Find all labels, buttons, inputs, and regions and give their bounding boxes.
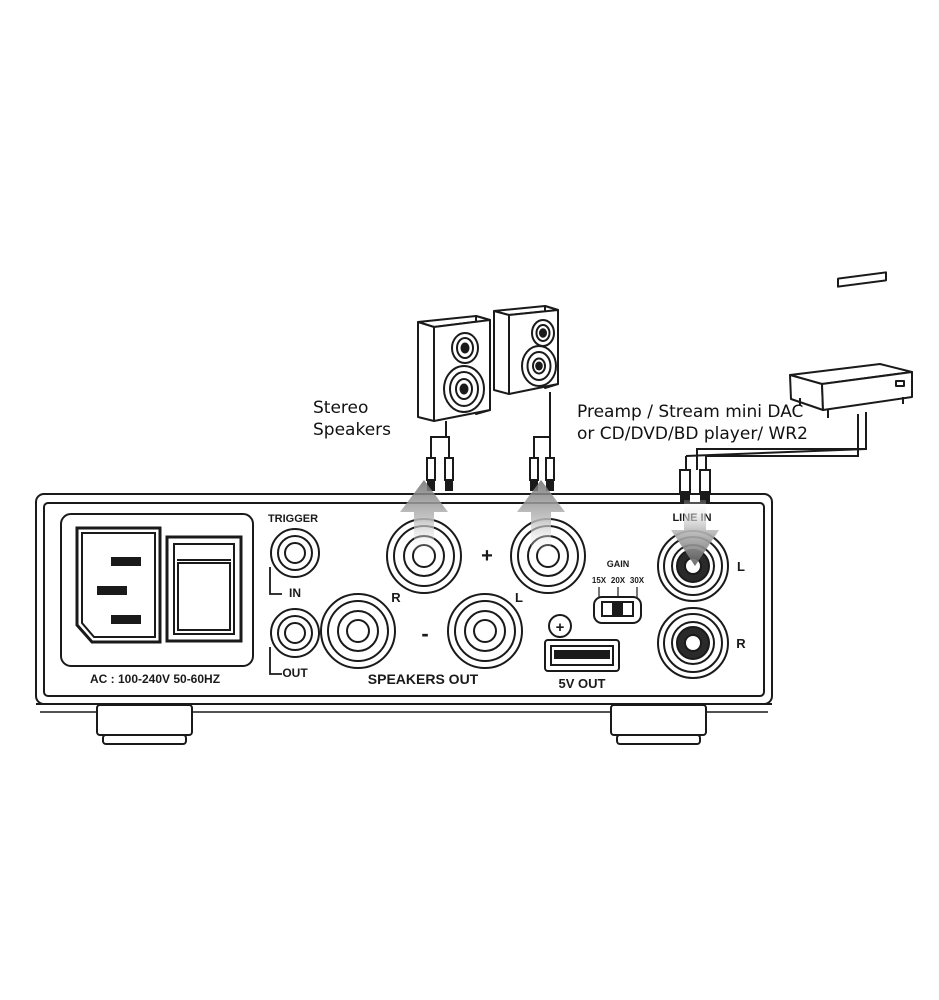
- source-cable: [679, 412, 867, 503]
- speaker-r-minus-terminal[interactable]: [320, 593, 396, 669]
- source-device-icon: [789, 271, 913, 418]
- speaker-l-minus-terminal[interactable]: [447, 593, 523, 669]
- gain-option-15x: 15X: [592, 576, 607, 585]
- arrow-down-icon: [671, 500, 719, 566]
- source-device-label-1: Preamp / Stream mini DAC: [577, 402, 804, 422]
- trigger-out-jack[interactable]: [270, 608, 320, 658]
- minus-sign: -: [421, 621, 428, 646]
- trigger-label: TRIGGER: [268, 513, 318, 525]
- gain-option-30x: 30X: [630, 576, 645, 585]
- gain-label: GAIN: [607, 559, 630, 569]
- plus-sign: +: [481, 545, 493, 567]
- trigger-in-bracket: [269, 567, 282, 595]
- usb-plus-sign: +: [556, 619, 565, 636]
- usb-plus-icon: [548, 614, 572, 638]
- source-device-label-2: or CD/DVD/BD player/ WR2: [577, 424, 808, 444]
- speaker-left-icon: [417, 315, 491, 422]
- trigger-out-bracket: [269, 647, 282, 675]
- speaker-l-plus-terminal[interactable]: [510, 518, 586, 594]
- arrow-up-icon-2: [517, 480, 565, 552]
- trigger-in-jack[interactable]: [270, 528, 320, 578]
- speakers-out-label: SPEAKERS OUT: [368, 671, 479, 687]
- speaker-l-label: L: [515, 590, 523, 605]
- amplifier-feet: [96, 704, 707, 745]
- trigger-out-label: OUT: [282, 666, 308, 680]
- gain-selector-switch[interactable]: [593, 587, 642, 624]
- stereo-speakers-label-1: Stereo: [313, 398, 369, 418]
- line-in-l-label: L: [737, 559, 745, 574]
- speaker-cable-right: [529, 392, 555, 491]
- power-switch[interactable]: [165, 535, 243, 643]
- stereo-speakers-label-2: Speakers: [313, 420, 392, 440]
- ac-rating-label: AC : 100-240V 50-60HZ: [90, 672, 220, 686]
- arrow-up-icon: [400, 480, 448, 552]
- gain-option-20x: 20X: [611, 576, 626, 585]
- usb-5v-port[interactable]: [544, 639, 620, 672]
- trigger-in-label: IN: [289, 586, 301, 600]
- speaker-r-label: R: [391, 590, 401, 605]
- speaker-right-icon: [493, 305, 559, 395]
- usb-5v-label: 5V OUT: [559, 676, 606, 691]
- speaker-cable-left: [426, 421, 454, 491]
- line-in-l-jack[interactable]: [657, 530, 729, 602]
- line-in-r-label: R: [736, 636, 746, 651]
- line-in-r-jack[interactable]: [657, 607, 729, 679]
